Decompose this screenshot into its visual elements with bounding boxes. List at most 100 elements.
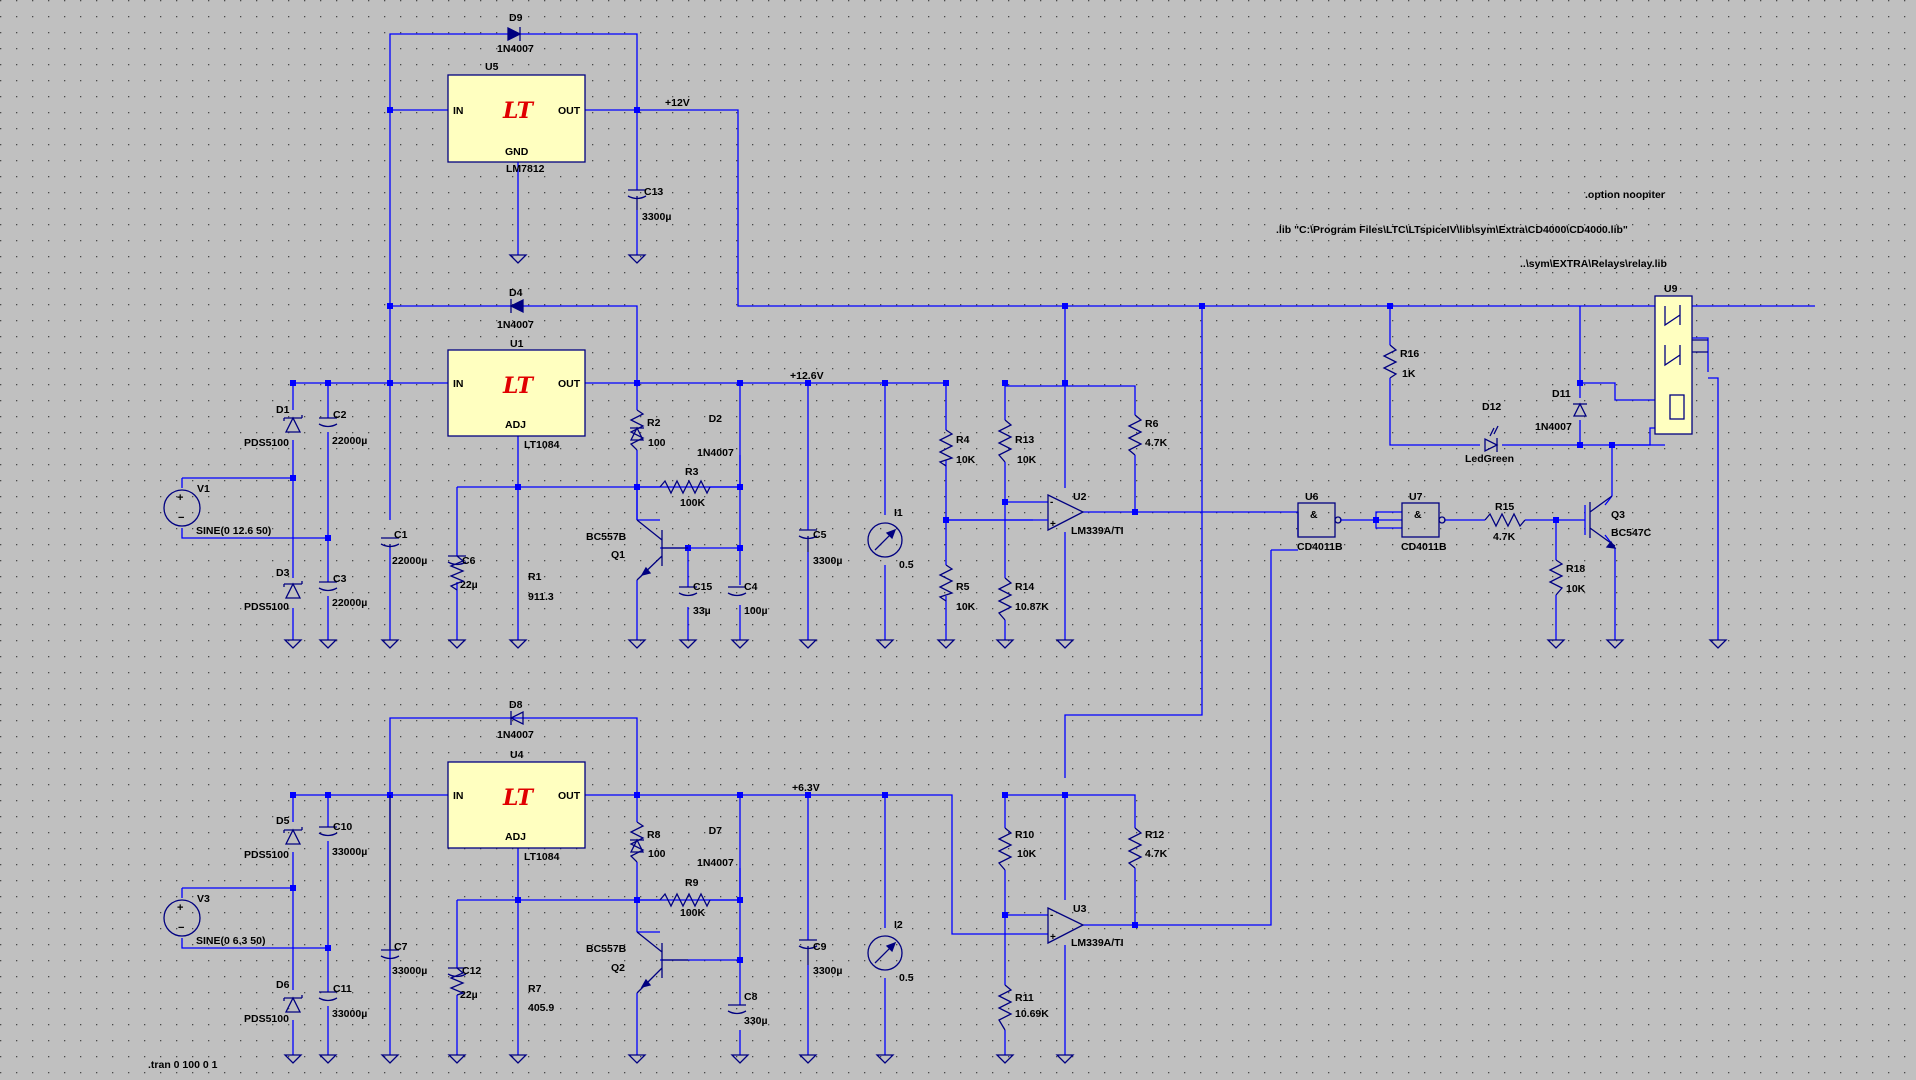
cap-c9-value: 3300µ [813,965,842,977]
diode-d3[interactable]: D3 PDS5100 [244,567,303,613]
res-r13-ref: R13 [1015,434,1034,446]
diode-d5[interactable]: D5 PDS5100 [244,815,303,861]
ground-icons [283,254,1728,1064]
diode-value: PDS5100 [244,1013,289,1025]
transistor-value: BC557B [586,531,627,543]
transistor-value: BC547C [1611,527,1652,539]
res-r3-value: 100K [680,497,706,509]
regulator-u5[interactable]: IN OUT GND LT U5 LM7812 [447,61,586,175]
diode-d8[interactable]: D8 1N4007 [497,699,534,741]
diode-ref: D2 [709,413,723,425]
regulator-pin-out: OUT [558,105,581,117]
cap-c8-ref: C8 [744,991,758,1003]
res-r14-value: 10.87K [1015,601,1049,613]
res-r1-value: 911.3 [528,591,554,603]
cap-c6-ref: C6 [462,555,476,567]
cap-c1-value: 22000µ [392,555,427,567]
cap-c5-value: 3300µ [813,555,842,567]
diode-ref: D8 [509,699,523,711]
res-r11-value: 10.69K [1015,1008,1049,1020]
voltage-source-v3[interactable]: + − V3 SINE(0 6.3 50) [163,893,265,947]
res-r18-ref: R18 [1566,563,1585,575]
res-r18-value: 10K [1566,583,1586,595]
source-ref: V1 [197,483,210,495]
plus-icon: + [177,492,183,504]
regulator-u4[interactable]: IN OUT ADJ LT U4 LT1084 [447,749,586,863]
diode-value: LedGreen [1465,453,1514,465]
regulator-pin-adj: ADJ [505,831,526,843]
res-r4-ref: R4 [956,434,970,446]
res-r15-value: 4.7K [1493,531,1516,543]
cap-c7-ref: C7 [394,941,408,953]
cap-c4-value: 100µ [744,605,768,617]
cap-c3-ref: C3 [333,573,347,585]
diode-d9[interactable]: D9 1N4007 [497,12,534,55]
diode-value: PDS5100 [244,601,289,613]
transistor-value: BC557B [586,943,627,955]
current-source-i2[interactable]: I2 0.5 [867,919,914,984]
res-r9-value: 100K [680,907,706,919]
source-value: 0.5 [899,972,914,984]
plus-icon: + [1050,519,1056,530]
diode-d4[interactable]: D4 1N4007 [497,287,534,331]
cap-c9-ref: C9 [813,941,827,953]
diode-ref: D7 [709,825,723,837]
lt-logo-icon: LT [502,373,535,399]
directive-option-noopiter[interactable]: .option noopiter [1585,189,1665,201]
cap-c12-ref: C12 [462,965,481,977]
nand-symbol: & [1310,509,1318,521]
transistor-q1[interactable]: BC557B Q1 [586,519,688,581]
directive-lib-cd4000[interactable]: .lib "C:\Program Files\LTC\LTspiceIV\lib… [1276,224,1628,236]
comparator-u2[interactable]: - + U2 LM339A/TI [946,491,1124,537]
nand-gate-u6[interactable]: & U6 CD4011B [1297,491,1343,553]
source-value: 0.5 [899,559,914,571]
cap-c11-ref: C11 [333,983,352,995]
diode-d12-led[interactable]: D12 LedGreen [1465,401,1514,465]
res-r2-value: 100 [648,437,666,449]
relay-u9[interactable]: U9 [1654,283,1708,435]
transistor-q3[interactable]: Q3 BC547C [1589,495,1652,549]
cap-c10-ref: C10 [333,821,352,833]
diode-value: PDS5100 [244,849,289,861]
cap-c12-value: 22µ [460,989,478,1001]
comparator-value: LM339A/TI [1071,525,1124,537]
voltage-source-v1[interactable]: + − V1 SINE(0 12.6 50) [163,483,271,537]
current-source-i1[interactable]: I1 0.5 [867,507,914,571]
res-r9-ref: R9 [685,877,699,889]
res-r1-ref: R1 [528,571,542,583]
net-label-6-3v: +6.3V [792,782,820,794]
diode-value: 1N4007 [497,319,534,331]
directive-lib-relay[interactable]: ..\sym\EXTRA\Relays\relay.lib [1520,258,1667,270]
plus-icon: + [177,902,183,914]
res-r8-value: 100 [648,848,666,860]
diode-d7[interactable]: D7 1N4007 [629,825,734,869]
diode-d1[interactable]: D1 PDS5100 [244,404,303,449]
res-r15-ref: R15 [1495,501,1514,513]
source-ref: V3 [197,893,210,905]
res-r7-ref: R7 [528,983,542,995]
diode-d11[interactable]: D11 1N4007 [1535,388,1588,433]
res-r14-ref: R14 [1015,581,1034,593]
cap-c11-value: 33000µ [332,1008,367,1020]
nand-gate-u7[interactable]: & U7 CD4011B [1401,491,1447,553]
comparator-u3[interactable]: - + U3 LM339A/TI [1047,903,1124,949]
res-r6-ref: R6 [1145,418,1159,430]
regulator-u1[interactable]: IN OUT ADJ LT U1 LT1084 [447,338,586,451]
transistor-q2[interactable]: BC557B Q2 [586,931,688,994]
res-r5-value: 10K [956,601,976,613]
gate-ref: U6 [1305,491,1319,503]
res-r11-ref: R11 [1015,992,1034,1004]
diode-value: 1N4007 [497,43,534,55]
diode-ref: D4 [509,287,523,299]
diode-d2[interactable]: D2 1N4007 [629,413,734,459]
res-r16-value: 1K [1402,368,1416,380]
minus-icon: − [178,512,184,524]
cap-c8-value: 330µ [744,1015,768,1027]
diode-d6[interactable]: D6 PDS5100 [244,979,303,1025]
regulator-pin-in: IN [453,378,464,390]
res-r10-value: 10K [1017,848,1037,860]
directive-tran[interactable]: .tran 0 100 0 1 [148,1059,218,1071]
diode-value: 1N4007 [1535,421,1572,433]
